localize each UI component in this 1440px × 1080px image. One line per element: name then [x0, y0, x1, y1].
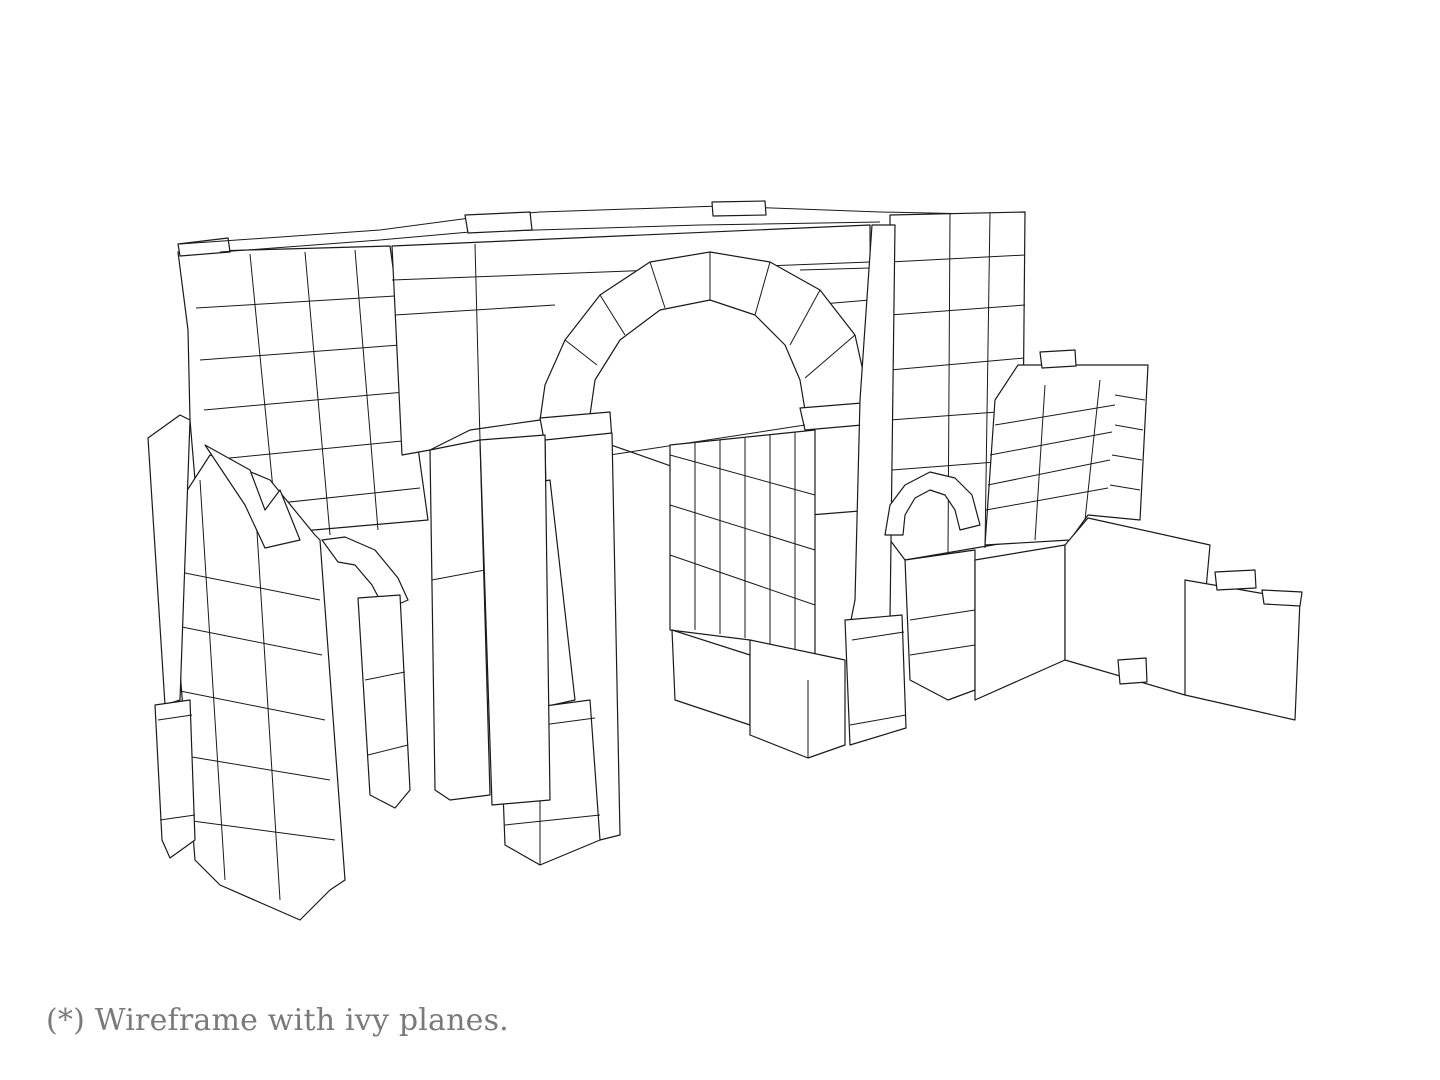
figure-caption: (*) Wireframe with ivy planes.	[46, 1003, 509, 1038]
wireframe-figure	[147, 200, 1303, 921]
top-blocks	[464, 200, 767, 234]
left-angled-pier	[167, 444, 346, 921]
far-right-wall	[974, 349, 1303, 721]
far-left-column	[147, 414, 196, 859]
middle-blocks	[429, 434, 551, 806]
left-small-arch	[321, 536, 411, 809]
right-column	[844, 224, 907, 746]
small-right-arch	[884, 471, 981, 701]
inner-grid-wall	[669, 429, 846, 759]
